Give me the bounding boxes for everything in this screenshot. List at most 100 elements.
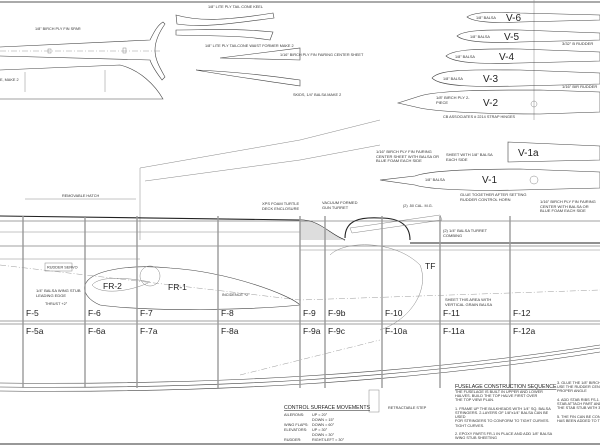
gun-turret-label: VACUUM FORMED GUN TURRET bbox=[322, 201, 358, 210]
control-surface-table: CONTROL SURFACE MOVEMENTS AILERONS: UP = … bbox=[284, 405, 371, 442]
construction-line: PROPER ANGLE bbox=[557, 389, 587, 394]
control-surface-name: WING FLAPS: bbox=[284, 423, 308, 427]
former-label: F-12 bbox=[513, 308, 531, 318]
rudder-servo-label: RUDDER SERVO bbox=[47, 266, 78, 270]
former-label: F-7a bbox=[140, 326, 158, 336]
rib-material: 1/8" BALSA bbox=[425, 178, 445, 182]
former-label: F-9a bbox=[303, 326, 321, 336]
retractable-step-label: RETRACTABLE STEP bbox=[388, 406, 427, 410]
rib-label: V-3 bbox=[483, 74, 498, 85]
former-label: F-5a bbox=[26, 326, 44, 336]
construction-line: USE THE RUDDER CENTER bbox=[557, 385, 600, 390]
control-surface-value: DOWN = 30° bbox=[312, 433, 335, 437]
former-label: F-9b bbox=[328, 308, 346, 318]
former-label: F-10 bbox=[385, 308, 403, 318]
turret-former-label: TF bbox=[425, 261, 435, 271]
rib-material: 1/8" BIRCH PLY 2-PIECE bbox=[436, 96, 470, 105]
former-fr2-label: FR-2 bbox=[103, 281, 122, 291]
control-surface-value: RIGHT/LEFT = 30° bbox=[312, 438, 345, 442]
wing-stub-label: 1/4" BALSA WING STUB LEADING EDGE bbox=[36, 289, 81, 298]
machine-gun-label: (2) .50 CAL. M.G. bbox=[403, 204, 433, 208]
skid-left-part: E, MAKE 2 bbox=[0, 64, 164, 100]
v-rib-v1: 1/8" BALSA V-1 SHEET WITH 1/8" BALSA EAC… bbox=[376, 150, 600, 202]
construction-line: HALVES. BUILD THE TOP HALVE FIRST OVER bbox=[455, 394, 538, 399]
rib-label: V-6 bbox=[506, 13, 521, 24]
rib-material: 1/8" BALSA bbox=[470, 35, 490, 39]
former-label: F-5 bbox=[26, 308, 39, 318]
former-label: F-11 bbox=[443, 308, 460, 318]
tail-cone-parts: 1/8" LITE PLY TAIL CONE KEEL 1/8" LITE P… bbox=[175, 5, 364, 97]
fin-fairing-right-note: 1/16" BIRCH PLY FIN FAIRING CENTER WITH … bbox=[540, 200, 596, 214]
construction-line: 5. THE FIN CAN BE CONST bbox=[557, 414, 600, 419]
control-surface-value: UP = 20° bbox=[312, 413, 328, 417]
rib-label: V-5 bbox=[504, 32, 519, 43]
v-rib-v6: 1/8" BALSA V-6 bbox=[466, 11, 600, 24]
fin-spar-label: 1/8" BIRCH PLY FIN SPAR bbox=[35, 27, 81, 31]
control-surface-title: CONTROL SURFACE MOVEMENTS bbox=[284, 405, 371, 411]
rib-label: V-4 bbox=[499, 52, 514, 63]
fuselage-side-view: REMOVABLE HATCH XPS FOAM TURTLE DECK ENC… bbox=[0, 194, 600, 413]
construction-line: 1. FRAME UP THE BULKHEADS WITH 1/4" SQ. … bbox=[455, 406, 551, 411]
v-rib-v1a: V-1a bbox=[507, 141, 600, 163]
hinges-label: CB ASSOCIATES # 2214 STRAP HINGES bbox=[443, 115, 515, 119]
former-fr1-label: FR-1 bbox=[168, 282, 187, 292]
control-surface-name: AILERONS: bbox=[284, 413, 304, 417]
control-surface-name: RUDDER: bbox=[284, 438, 301, 442]
sheet-note: SHEET WITH 1/8" BALSA EACH SIDE bbox=[446, 153, 493, 162]
glue-note: GLUE TOGETHER AFTER SETTING RUDDER CONTR… bbox=[460, 193, 527, 202]
v-rib-v5: 1/8" BALSA V-5 bbox=[456, 29, 600, 43]
construction-line: WING STUB SHEETING bbox=[455, 436, 497, 441]
skids-label: SKIDS, 1/4" BALSA MAKE 2 bbox=[293, 93, 341, 97]
control-surface-name: ELEVATORS: bbox=[284, 428, 307, 432]
rudder-note: 1/16" BIR RUDDER bbox=[562, 84, 598, 89]
fin-spar-part: 1/8" BIRCH PLY FIN SPAR bbox=[0, 21, 166, 81]
rib-material: 1/8" BALSA bbox=[476, 16, 496, 20]
former-label: F-11a bbox=[443, 326, 465, 336]
construction-line: THE STAB STUB WITH 3/32 bbox=[557, 406, 600, 411]
v-rib-v4: 1/8" BALSA V-4 bbox=[445, 48, 600, 64]
fin-fairing-label: 1/16" BIRCH PLY FIN FAIRING CENTER SHEET bbox=[280, 53, 364, 57]
construction-line: THE FUSELAGE IS BUILT IN UPPER AND LOWER bbox=[455, 390, 543, 394]
fin-fairing-note: 1/16" BIRCH PLY FIN FAIRING CENTER WITH … bbox=[540, 200, 596, 214]
former-label: F-8a bbox=[221, 326, 239, 336]
former-label: F-9c bbox=[328, 326, 346, 336]
construction-line: 4. ADD STAB RIBS FS-1 AN bbox=[557, 397, 600, 402]
skid-left-label: E, MAKE 2 bbox=[0, 78, 19, 82]
construction-line: FOR STRINGERS TO CONFORM TO TIGHT CURVES… bbox=[455, 419, 550, 424]
rudder-note-2: 1/16" BIR RUDDER bbox=[562, 84, 598, 89]
former-label: F-7 bbox=[140, 308, 153, 318]
rib-label: V-1a bbox=[518, 148, 539, 159]
construction-notes: FUSELAGE CONSTRUCTION SEQUENCE THE FUSEL… bbox=[455, 381, 600, 441]
construction-title: FUSELAGE CONSTRUCTION SEQUENCE bbox=[455, 384, 557, 390]
thrust-label: THRUST +2° bbox=[45, 302, 68, 306]
construction-line: 3. GLUE THE 1/8" BIRCH PLY bbox=[557, 381, 600, 385]
turtle-deck-label: XPS FOAM TURTLE DECK ENCLOSURE bbox=[262, 202, 300, 211]
former-label: F-6 bbox=[88, 308, 101, 318]
construction-line: STAB ATTACH PART AND C bbox=[557, 402, 600, 406]
tail-cone-keel-label: 1/8" LITE PLY TAIL CONE KEEL bbox=[208, 5, 263, 9]
former-label: F-9 bbox=[303, 308, 316, 318]
tail-cone-waist-label: 1/8" LITE PLY TAILCONE WAIST FORMER MAKE… bbox=[205, 44, 294, 48]
rudder-note-1: 3/32" B RUDDER bbox=[562, 42, 594, 46]
former-label: F-12a bbox=[513, 326, 535, 336]
combing-label: (2) 1/4" BALSA TURRET COMBING bbox=[443, 229, 487, 238]
construction-line: HAS BEEN ADDED TO THE bbox=[557, 418, 600, 423]
control-surface-value: DOWN = 15° bbox=[312, 418, 335, 422]
incidence-label: INCIDENCE +2° bbox=[222, 293, 250, 297]
fin-fairing-note: 1/16" BIRCH PLY FIN FAIRING CENTER SHEET… bbox=[376, 150, 440, 164]
construction-line: 2. EPOXY PARTS FR-1 IN PLACE AND ADD 1/8… bbox=[455, 432, 553, 436]
rib-material: 1/8" BALSA bbox=[455, 55, 475, 59]
v-rib-v2: 1/8" BIRCH PLY 2-PIECE V-2 CB ASSOCIATES… bbox=[396, 89, 600, 119]
construction-line: STRINGERS. 2-LAYERS OF 1/8"x1/4" BALSA C… bbox=[455, 411, 549, 420]
rib-material: 1/8" BALSA bbox=[443, 77, 463, 81]
rudder-note: 3/32" B RUDDER bbox=[562, 42, 594, 46]
rib-label: V-1 bbox=[482, 175, 497, 186]
former-label: F-10a bbox=[385, 326, 407, 336]
construction-line: THE TOP VIEW PLAN. bbox=[455, 398, 495, 403]
sheet-area-label: SHEET THIS AREA WITH VERTICAL GRAIN BALS… bbox=[445, 298, 493, 307]
former-label: F-6a bbox=[88, 326, 106, 336]
former-label: F-8 bbox=[221, 308, 234, 318]
v-rib-v3: 1/8" BALSA V-3 bbox=[431, 69, 600, 87]
rib-label: V-2 bbox=[483, 98, 498, 109]
